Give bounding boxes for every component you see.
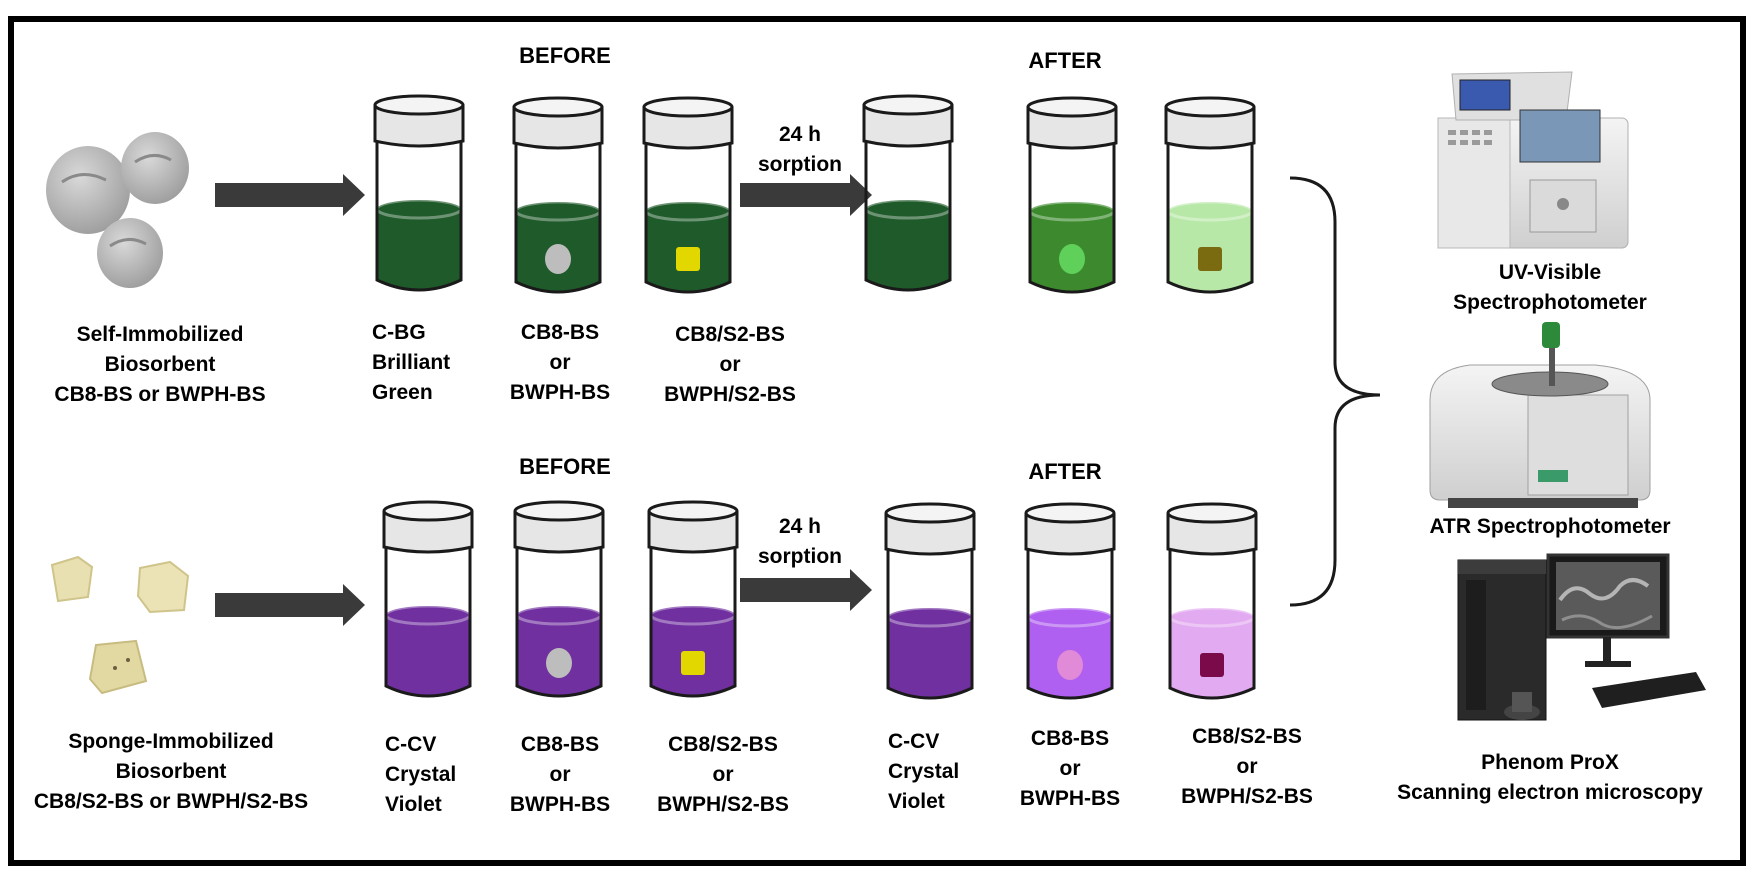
top-cb8-line1: CB8-BS [520,321,600,344]
top-control-line3: Green [372,381,433,404]
bottom-after-cb8-line2: or [1059,757,1081,780]
grey-biosorbent-bead-icon [46,132,189,288]
atr-spectrophotometer-icon [1429,322,1651,508]
uv-visible-line1: UV-Visible [1498,261,1602,284]
vial-bottom-control-after [884,502,976,700]
bottom-after-control-line1: C-CV [888,730,940,753]
bottom-after-cb8-line3: BWPH-BS [1019,787,1121,810]
vial-group [373,94,1258,700]
top-cb8-line3: BWPH-BS [509,381,611,404]
top-sorption-label: sorption [758,153,842,176]
bottom-cb8-label: CB8-BS or BWPH-BS [495,730,625,820]
vial-bottom-control-before [382,500,474,698]
uv-visible-label: UV-Visible Spectrophotometer [1400,258,1700,318]
vial-top-cb8-after [1026,96,1118,294]
bottom-cb8s2-label: CB8/S2-BS or BWPH/S2-BS [638,730,808,820]
bottom-control-line1: C-CV [385,733,437,756]
bottom-control-line3: Violet [385,793,442,816]
grouping-brace [1289,176,1381,607]
bottom-control-label: C-CV Crystal Violet [385,730,485,820]
biosorbent-square [1198,247,1222,271]
vial-bottom-cb8s2-before [647,500,739,698]
sem-line2: Scanning electron microscopy [1397,781,1703,804]
bottom-after-cb8s2-line1: CB8/S2-BS [1192,725,1302,748]
bottom-after-cb8s2-line3: BWPH/S2-BS [1181,785,1313,808]
vial-top-cb8-before [512,96,604,294]
vial-bottom-cb8-after [1024,502,1116,700]
bottom-before-title: BEFORE [519,454,611,479]
sponge-cube-icon [50,555,190,695]
sponge-immobilized-line3: CB8/S2-BS or BWPH/S2-BS [33,790,309,813]
biosorbent-disc [1057,650,1083,680]
self-immobilized-line1: Self-Immobilized [76,323,244,346]
top-cb8-line2: or [549,351,571,374]
bottom-control-line2: Crystal [385,763,457,786]
self-immobilized-label: Self-Immobilized Biosorbent CB8-BS or BW… [20,320,300,410]
bottom-after-cb8s2-line2: or [1236,755,1258,778]
process-arrows [215,174,872,626]
top-after-title: AFTER [1028,48,1102,73]
sem-label: Phenom ProX Scanning electron microscopy [1370,748,1730,808]
top-sorption-time: 24 h [778,123,822,146]
bottom-input-arrow [215,584,365,626]
scanning-electron-microscope-icon [1457,553,1706,721]
bottom-sorption-arrow [740,569,872,611]
top-input-arrow [215,174,365,216]
top-cb8s2-label: CB8/S2-BS or BWPH/S2-BS [645,320,815,410]
bottom-after-control-line2: Crystal [888,760,960,783]
top-before-title: BEFORE [519,43,611,68]
top-cb8s2-line1: CB8/S2-BS [675,323,785,346]
bottom-after-cb8-line1: CB8-BS [1030,727,1110,750]
top-cb8-label: CB8-BS or BWPH-BS [495,318,625,408]
bottom-after-control-line3: Violet [888,790,945,813]
uv-visible-line2: Spectrophotometer [1453,291,1647,314]
top-cb8s2-line3: BWPH/S2-BS [664,383,796,406]
self-immobilized-line2: Biosorbent [104,353,216,376]
sponge-immobilized-line1: Sponge-Immobilized [68,730,274,753]
bottom-after-cb8-label: CB8-BS or BWPH-BS [1005,724,1135,814]
biosorbent-disc [1059,244,1085,274]
bottom-after-cb8s2-label: CB8/S2-BS or BWPH/S2-BS [1162,722,1332,812]
vial-top-control-before [373,94,465,292]
bottom-cb8-line2: or [549,763,571,786]
bottom-after-title: AFTER [1028,459,1102,484]
bottom-cb8s2-line1: CB8/S2-BS [668,733,778,756]
sem-line1: Phenom ProX [1481,751,1619,774]
top-control-label: C-BG Brilliant Green [372,318,472,408]
bottom-after-control-label: C-CV Crystal Violet [888,727,988,817]
biosorbent-square [681,651,705,675]
bottom-cb8-line1: CB8-BS [520,733,600,756]
vial-top-cb8s2-before [642,96,734,294]
biosorbent-square [676,247,700,271]
atr-label: ATR Spectrophotometer [1429,515,1671,538]
biosorbent-square [1200,653,1224,677]
vial-bottom-cb8s2-after [1166,502,1258,700]
sponge-immobilized-label: Sponge-Immobilized Biosorbent CB8/S2-BS … [16,727,326,817]
bottom-sorption-time: 24 h [778,515,822,538]
figure-border [8,16,1746,866]
bottom-cb8s2-line3: BWPH/S2-BS [657,793,789,816]
biosorbent-disc [545,244,571,274]
vial-top-cb8s2-after [1164,96,1256,294]
top-control-line1: C-BG [372,321,426,344]
self-immobilized-line3: CB8-BS or BWPH-BS [54,383,266,406]
top-cb8s2-line2: or [719,353,741,376]
sponge-immobilized-line2: Biosorbent [115,760,227,783]
top-sorption-arrow [740,174,872,216]
biosorbent-disc [546,648,572,678]
bottom-sorption-label: sorption [758,545,842,568]
top-control-line2: Brilliant [372,351,451,374]
uv-visible-spectrophotometer-icon [1437,71,1629,249]
bottom-cb8s2-line2: or [712,763,734,786]
bottom-cb8-line3: BWPH-BS [509,793,611,816]
vial-bottom-cb8-before [513,500,605,698]
vial-top-control-after [862,94,954,292]
